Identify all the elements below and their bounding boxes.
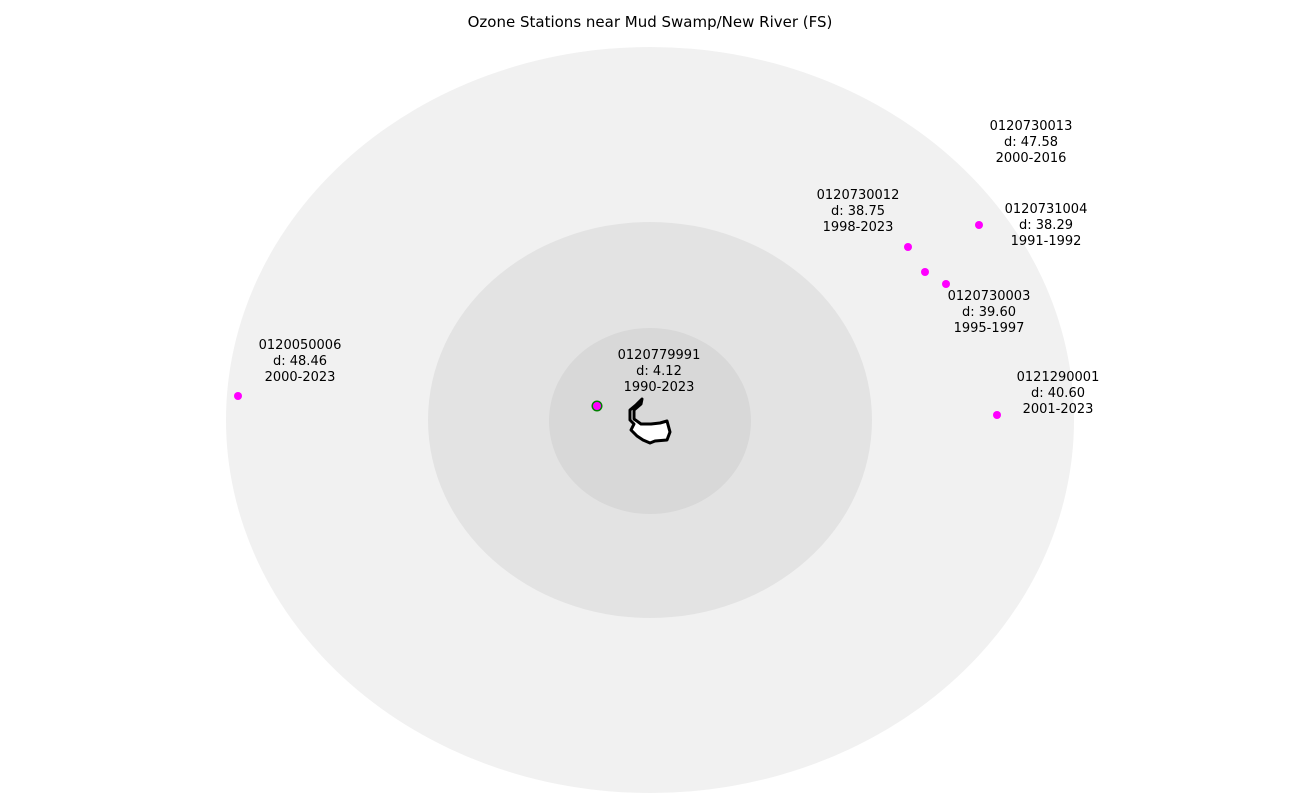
station-marker[interactable]	[942, 280, 950, 288]
station-marker[interactable]	[904, 243, 912, 251]
station-distance-label: d: 48.46	[273, 354, 327, 369]
station-marker[interactable]	[993, 411, 1001, 419]
station-id-label: 0120731004	[1005, 202, 1088, 217]
station-distance-label: d: 4.12	[636, 364, 682, 379]
station-years-label: 2000-2016	[996, 151, 1067, 166]
station-distance-label: d: 47.58	[1004, 135, 1058, 150]
station-years-label: 1998-2023	[823, 220, 894, 235]
station-distance-label: d: 38.29	[1019, 218, 1073, 233]
station-id-label: 0121290001	[1017, 370, 1100, 385]
station-marker[interactable]	[234, 392, 242, 400]
station-id-label: 0120730012	[817, 188, 900, 203]
station-distance-label: d: 38.75	[831, 204, 885, 219]
distance-buffer-ring	[549, 328, 751, 514]
station-marker[interactable]	[975, 221, 983, 229]
station-years-label: 2001-2023	[1023, 402, 1094, 417]
station-years-label: 1995-1997	[954, 321, 1025, 336]
station-years-label: 2000-2023	[265, 370, 336, 385]
station-distance-label: d: 39.60	[962, 305, 1016, 320]
station-id-label: 0120050006	[259, 338, 342, 353]
station-years-label: 1990-2023	[624, 380, 695, 395]
forest-boundary	[628, 397, 672, 445]
station-id-label: 0120779991	[618, 348, 701, 363]
station-years-label: 1991-1992	[1011, 234, 1082, 249]
station-distance-label: d: 40.60	[1031, 386, 1085, 401]
map-title: Ozone Stations near Mud Swamp/New River …	[468, 13, 833, 31]
station-id-label: 0120730003	[948, 289, 1031, 304]
station-marker[interactable]	[921, 268, 929, 276]
station-marker[interactable]	[593, 402, 601, 410]
station-id-label: 0120730013	[990, 119, 1073, 134]
